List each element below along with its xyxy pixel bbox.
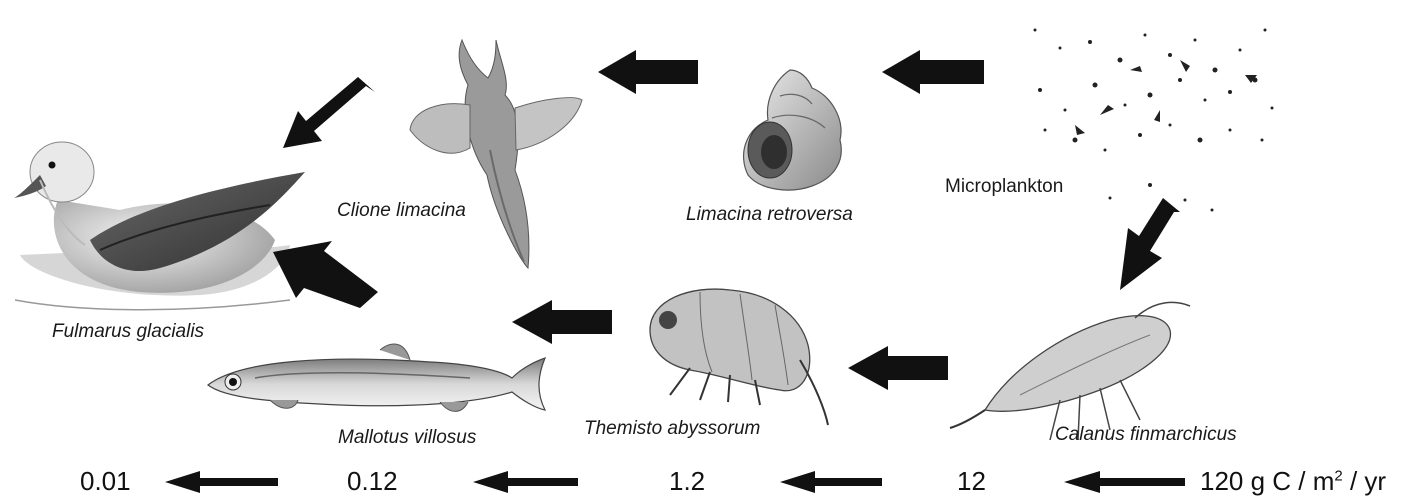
label-fulmarus: Fulmarus glacialis bbox=[52, 321, 204, 343]
energy-value-4: 12 bbox=[957, 466, 986, 497]
label-calanus: Calanus finmarchicus bbox=[1055, 424, 1237, 446]
label-microplankton: Microplankton bbox=[945, 176, 1063, 198]
thin-arrow-4 bbox=[1064, 471, 1185, 493]
sea-snail-shell-illustration bbox=[744, 70, 842, 190]
label-limacina: Limacina retroversa bbox=[686, 204, 853, 226]
thin-arrow-2 bbox=[473, 471, 578, 493]
label-mallotus: Mallotus villosus bbox=[338, 427, 476, 449]
label-themisto: Themisto abyssorum bbox=[584, 418, 760, 440]
fulmar-bird-illustration bbox=[14, 142, 305, 310]
label-clione: Clione limacina bbox=[337, 200, 466, 222]
arrow-plankton-to-calanus bbox=[1120, 198, 1180, 290]
arrow-clione-to-fulmar bbox=[283, 77, 375, 148]
sea-angel-illustration bbox=[410, 40, 582, 268]
energy-value-1: 0.01 bbox=[80, 466, 131, 497]
arrow-calanus-to-themisto bbox=[848, 346, 948, 390]
arrow-themisto-to-mallotus bbox=[512, 300, 612, 344]
energy-value-5-unit: / yr bbox=[1343, 466, 1386, 496]
thin-arrow-1 bbox=[165, 471, 278, 493]
arrow-mallotus-to-fulmar bbox=[273, 241, 378, 308]
arrow-plankton-to-limacina bbox=[882, 50, 984, 94]
thin-arrow-3 bbox=[780, 471, 882, 493]
energy-value-3: 1.2 bbox=[669, 466, 705, 497]
energy-value-5: 120 g C / m2 / yr bbox=[1200, 466, 1386, 497]
plankton-cloud-illustration bbox=[1034, 29, 1274, 212]
copepod-illustration bbox=[950, 302, 1190, 440]
energy-value-2: 0.12 bbox=[347, 466, 398, 497]
arrow-limacina-to-clione bbox=[598, 50, 698, 94]
energy-value-5-exp: 2 bbox=[1334, 467, 1342, 484]
capelin-fish-illustration bbox=[208, 344, 545, 411]
amphipod-illustration bbox=[650, 289, 828, 425]
energy-value-5-main: 120 g C / m bbox=[1200, 466, 1334, 496]
